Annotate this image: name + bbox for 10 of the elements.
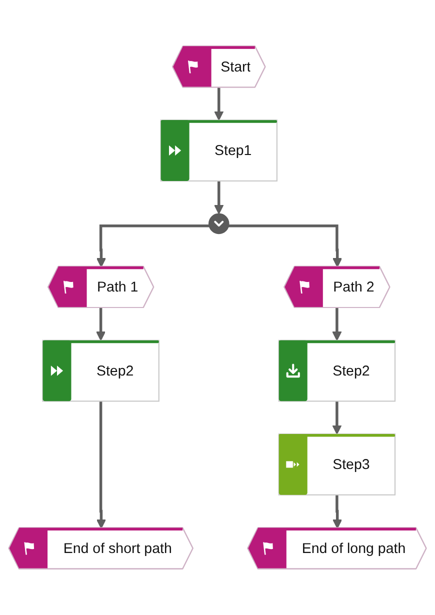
node-circle xyxy=(208,213,230,234)
arrow xyxy=(96,400,106,529)
arrow xyxy=(214,180,224,214)
arrow xyxy=(228,224,342,268)
arrow xyxy=(332,494,342,529)
arrow xyxy=(214,86,224,121)
arrow xyxy=(96,306,106,341)
arrow xyxy=(332,306,342,341)
arrow xyxy=(96,224,210,268)
arrow xyxy=(332,400,342,434)
